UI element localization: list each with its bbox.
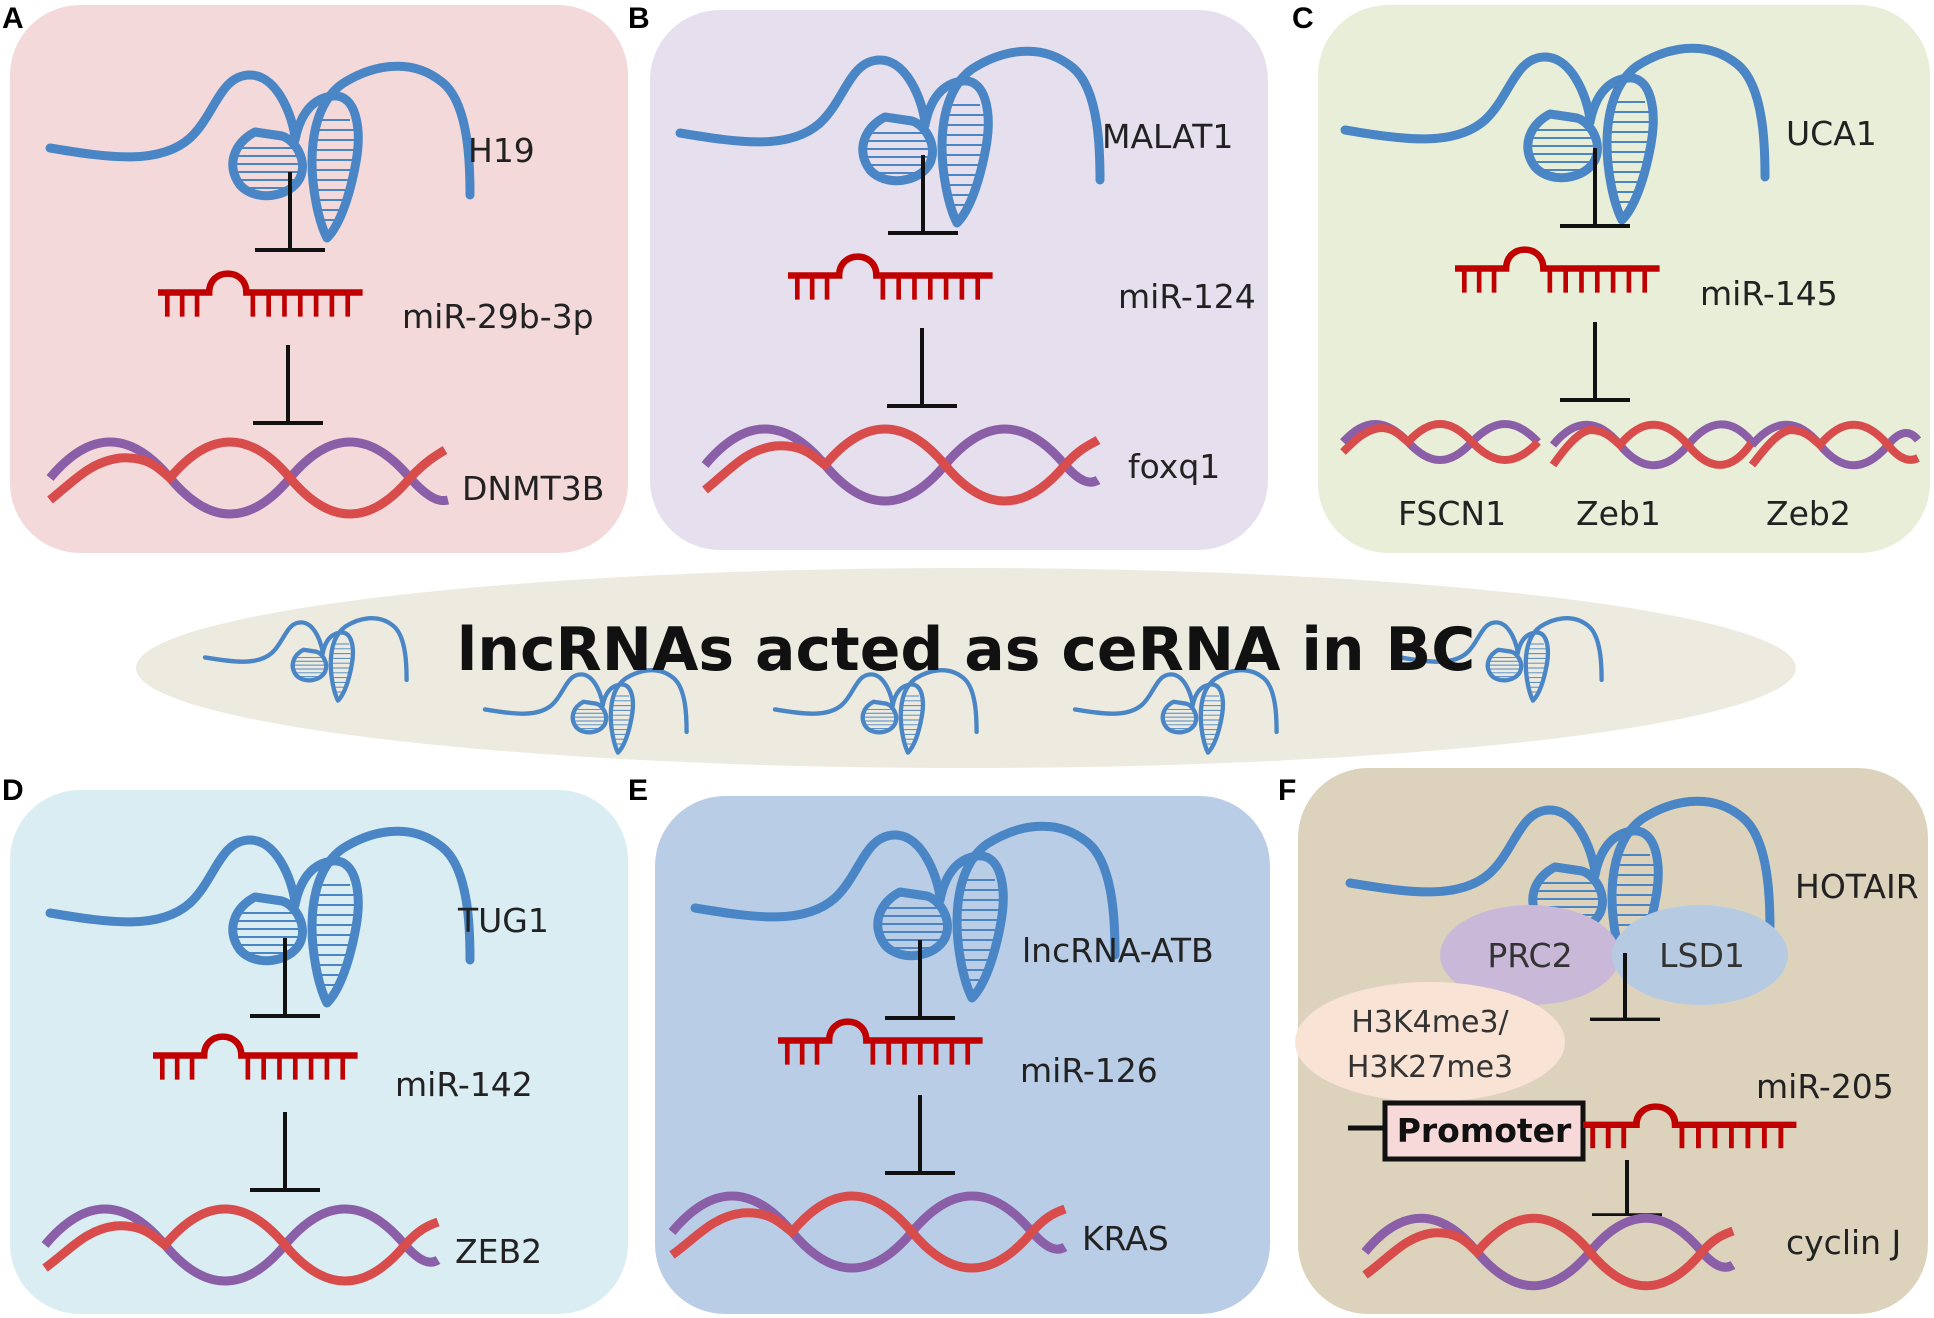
panel-c-mirna-label: miR-145 [1700,274,1838,313]
panel-f-mark-2-label: H3K27me3 [1347,1050,1513,1085]
panel-b-letter: B [628,2,650,35]
panel-d-target-label: ZEB2 [455,1232,542,1271]
panel-f-prc2-complex [1440,905,1620,1005]
panel-f-promoter-box [1382,1100,1586,1162]
panel-c-letter: C [1292,2,1314,35]
panel-b-bg [650,10,1268,550]
panel-b-lncrna-label: MALAT1 [1102,117,1233,156]
panel-e-target-label: KRAS [1082,1219,1169,1258]
panel-f-histone-marks-bubble [1295,982,1565,1102]
center-ellipse [136,568,1796,768]
panel-a-target-dna-icon [46,437,450,519]
panel-c-target-dna-1-icon [1340,420,1541,464]
panel-f-prc2-label: PRC2 [1487,936,1572,975]
panel-a-mirna-label: miR-29b-3p [402,297,594,336]
panel-f-target-label: cyclin J [1786,1223,1901,1262]
panel-c-lncrna-label: UCA1 [1786,114,1877,153]
panel-f-target-dna-icon [1361,1213,1736,1291]
panel-f-lsd1-label: LSD1 [1659,936,1745,975]
panel-a-lncrna-label: H19 [468,131,535,170]
panel-d-letter: D [2,774,24,807]
panel-f-mirna-label: miR-205 [1756,1067,1894,1106]
panel-c-target-label-3: Zeb2 [1766,494,1851,533]
panel-a-target-label: DNMT3B [462,469,604,508]
panel-f-promoter-label: Promoter [1397,1111,1572,1150]
panel-b-mirna-label: miR-124 [1118,277,1256,316]
panel-c-target-label-1: FSCN1 [1398,494,1506,533]
panel-e-lncrna-label: lncRNA-ATB [1022,931,1214,970]
panel-f-lsd1-complex [1612,905,1788,1005]
panel-b-target-dna-icon [701,424,1101,506]
panel-c-target-dna-2-icon [1549,420,1756,470]
panel-e-letter: E [628,774,648,807]
panel-a-letter: A [2,2,24,35]
panel-e-mirna-label: miR-126 [1020,1051,1158,1090]
panel-a-bg [10,5,628,553]
panel-c-target-dna-3-icon [1748,420,1922,470]
panel-d-mirna-label: miR-142 [395,1065,533,1104]
panel-b-target-label: foxq1 [1128,447,1220,486]
panel-d-target-dna-icon [41,1204,441,1286]
center-title: lncRNAs acted as ceRNA in BC [457,615,1476,685]
panel-c-target-label-2: Zeb1 [1576,494,1661,533]
panel-e-target-dna-icon [668,1191,1068,1273]
panel-f-letter: F [1278,774,1296,807]
panel-f-lncrna-label: HOTAIR [1795,867,1919,906]
panel-d-lncrna-label: TUG1 [457,901,549,940]
panel-f-mark-1-label: H3K4me3/ [1351,1005,1509,1040]
panel-c-bg [1318,5,1930,553]
